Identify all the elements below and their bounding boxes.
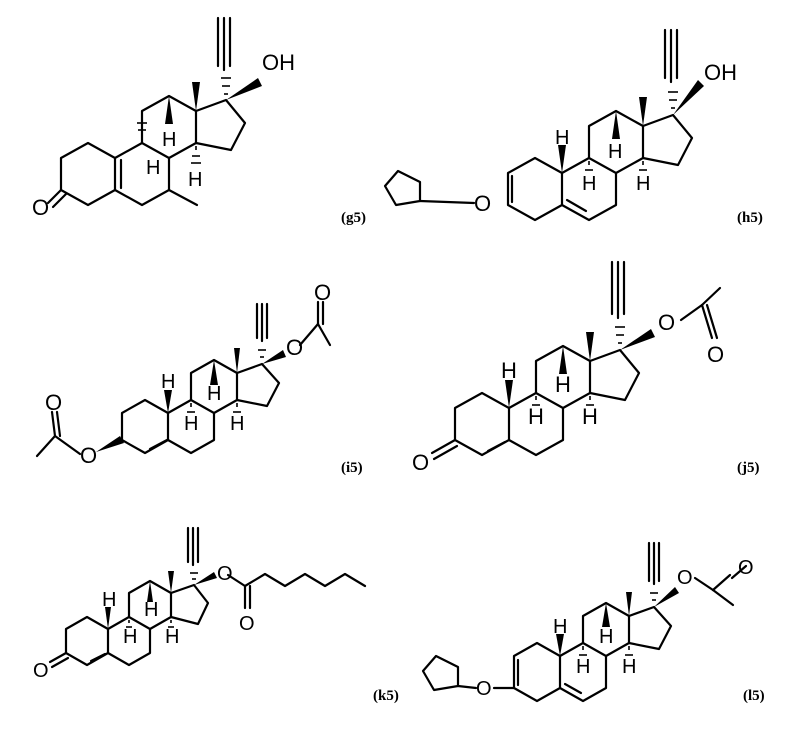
- atom-h: H: [123, 626, 137, 648]
- structure-j5: H H H H O O O (j5): [412, 260, 760, 476]
- atom-o-ketone: O: [33, 660, 49, 682]
- structure-g5: H H H OH O (g5): [32, 16, 366, 226]
- atom-h: H: [184, 413, 198, 435]
- atom-h: H: [528, 404, 544, 429]
- atom-o-ester: O: [658, 310, 675, 335]
- atom-h: H: [230, 413, 244, 435]
- atom-o-ether: O: [474, 191, 491, 216]
- atom-h: H: [608, 141, 622, 163]
- compound-label-j5: (j5): [737, 460, 760, 476]
- compound-label-h5: (h5): [737, 210, 763, 226]
- atom-o-ester: O: [217, 563, 233, 585]
- atom-o-ester: O: [677, 567, 693, 589]
- atom-o-ether: O: [476, 678, 492, 700]
- atom-o-carbonyl: O: [45, 390, 62, 415]
- atom-o-ester: O: [80, 443, 97, 468]
- structure-k5: H H H H O O O (k5): [33, 526, 399, 704]
- atom-o-carbonyl: O: [239, 613, 255, 635]
- structure-i5: H H H H O O O O (i5): [35, 280, 363, 476]
- atom-o-ketone: O: [32, 195, 49, 220]
- atom-h: H: [501, 358, 517, 383]
- structure-h5: H H H H OH O (h5): [383, 28, 763, 226]
- atom-h: H: [162, 129, 176, 151]
- atom-h: H: [144, 599, 158, 621]
- atom-oh: OH: [704, 60, 737, 85]
- atom-h: H: [102, 589, 116, 611]
- atom-h: H: [146, 157, 160, 179]
- atom-o-carbonyl: O: [314, 280, 331, 305]
- atom-h: H: [207, 383, 221, 405]
- atom-h: H: [576, 656, 590, 678]
- atom-h: H: [582, 404, 598, 429]
- atom-h: H: [161, 371, 175, 393]
- atom-h: H: [582, 173, 596, 195]
- atom-h: H: [165, 626, 179, 648]
- atom-h: H: [599, 626, 613, 648]
- atom-h: H: [188, 169, 202, 191]
- compound-label-k5: (k5): [373, 688, 399, 704]
- atom-o-ester: O: [286, 335, 303, 360]
- atom-o-carbonyl: O: [707, 342, 724, 367]
- atom-h: H: [553, 616, 567, 638]
- atom-h: H: [622, 656, 636, 678]
- atom-o-ketone: O: [412, 450, 429, 475]
- compound-label-i5: (i5): [341, 460, 363, 476]
- atom-h: H: [555, 127, 569, 149]
- compound-label-g5: (g5): [341, 210, 366, 226]
- atom-h: H: [636, 173, 650, 195]
- atom-oh: OH: [262, 50, 295, 75]
- atom-h: H: [555, 372, 571, 397]
- compound-label-l5: (l5): [743, 688, 765, 704]
- structure-l5: H H H H O O O (l5): [421, 541, 765, 704]
- atom-o-carbonyl: O: [738, 557, 754, 579]
